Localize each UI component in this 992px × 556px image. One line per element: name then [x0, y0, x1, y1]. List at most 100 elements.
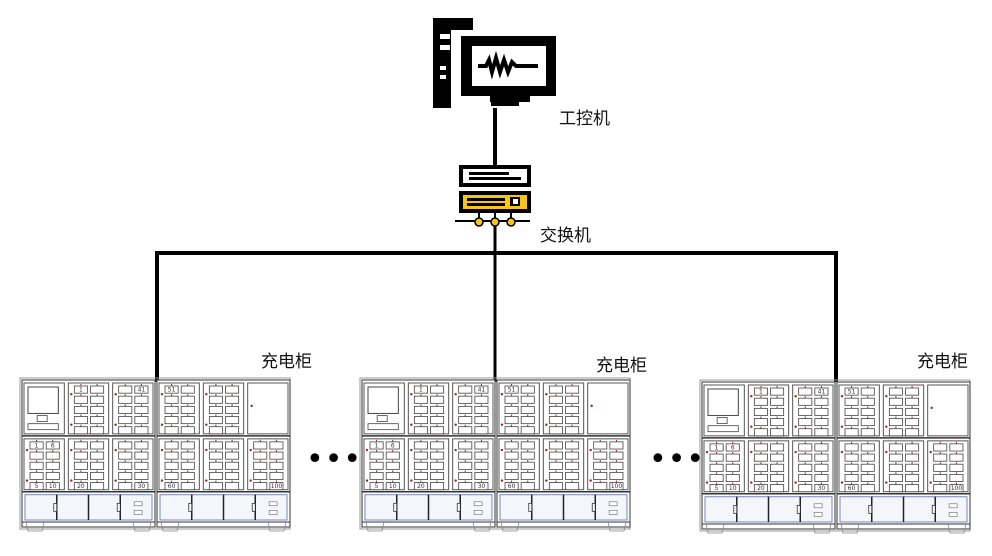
locker-cell — [118, 482, 133, 491]
locker-cell — [504, 451, 519, 460]
locker-cell — [458, 461, 473, 470]
locker-cell — [798, 407, 813, 416]
lock-dot — [500, 479, 504, 482]
locker-cell — [770, 484, 785, 493]
locker-cell — [770, 473, 785, 482]
connections — [155, 108, 838, 382]
locker-cell — [430, 405, 445, 414]
locker-cell — [208, 441, 223, 450]
locker-cell — [369, 461, 384, 470]
vent — [608, 510, 618, 515]
locker-cell — [253, 451, 268, 460]
lock-dot — [454, 448, 457, 452]
locker-cell — [208, 416, 223, 425]
locker-cell — [164, 451, 179, 460]
locker-cell — [29, 471, 44, 480]
locker-cell — [798, 463, 813, 472]
locker-cell — [565, 482, 580, 491]
locker-cell — [844, 463, 859, 472]
screen — [367, 386, 399, 414]
locker-cell — [164, 416, 179, 425]
lock-dot — [500, 423, 504, 426]
locker-cell — [609, 461, 624, 470]
blank-door-panel — [587, 382, 629, 435]
cell-number: 41 — [818, 389, 826, 396]
locker-cell — [933, 484, 948, 493]
locker-cell — [269, 461, 284, 470]
lock-dot — [114, 392, 117, 396]
lock-dot — [410, 448, 413, 452]
locker-cell — [905, 463, 920, 472]
cabinet-foot — [705, 523, 725, 534]
locker-cell — [90, 461, 105, 470]
cabinet-door — [768, 496, 801, 523]
locker-cell — [253, 461, 268, 470]
lock-dot — [750, 481, 753, 484]
cell-number: 1 — [375, 443, 379, 450]
locker-cell — [430, 441, 445, 450]
cabinet-foot — [812, 523, 832, 534]
locker-cell — [73, 461, 88, 470]
locker-cell — [474, 405, 489, 414]
locker-cell — [90, 451, 105, 460]
lock-dot — [365, 448, 369, 452]
locker-cell — [949, 443, 964, 452]
cabinet-foot — [840, 523, 860, 534]
locker-cell — [725, 473, 740, 482]
locker-cell — [134, 471, 149, 480]
lock-dot — [25, 448, 29, 452]
cabinet-foot — [947, 523, 967, 534]
locker-cell — [814, 463, 829, 472]
cabinet-door — [24, 494, 58, 521]
locker-cell — [164, 461, 179, 470]
locker-cell — [520, 405, 535, 414]
locker-cell — [814, 453, 829, 462]
locker-cell — [504, 395, 519, 404]
cell-number: 100 — [271, 483, 283, 490]
locker-cell — [949, 463, 964, 472]
locker-cell — [208, 426, 223, 435]
lock-dot — [840, 481, 844, 484]
cell-number: 6 — [51, 443, 55, 450]
locker-cell — [180, 471, 195, 480]
locker-cell — [504, 416, 519, 425]
lock-dot — [500, 448, 504, 452]
cabinet-label-3: 充电柜 — [917, 352, 968, 372]
cabinet-door — [428, 494, 461, 521]
locker-cell — [180, 385, 195, 394]
locker-cell — [933, 463, 948, 472]
locker-cell — [118, 451, 133, 460]
cabinet-door — [88, 494, 121, 521]
door-handle — [591, 502, 596, 512]
ellipsis-1: ••• — [306, 442, 363, 477]
lock-dot — [500, 392, 504, 396]
locker-cell — [888, 484, 903, 493]
locker-cell — [565, 405, 580, 414]
locker-cell — [413, 416, 428, 425]
lock-dot — [114, 423, 117, 426]
locker-cell — [814, 418, 829, 427]
locker-cell — [90, 471, 105, 480]
lock-dot — [794, 425, 797, 428]
locker-cell — [565, 461, 580, 470]
locker-cell — [474, 471, 489, 480]
locker-cell — [753, 407, 768, 416]
lock-dot — [70, 423, 73, 426]
locker-cell — [593, 451, 608, 460]
locker-cell — [413, 395, 428, 404]
lock-dot — [70, 448, 73, 452]
locker-cell — [134, 461, 149, 470]
door-handle — [796, 504, 801, 514]
locker-cell — [565, 416, 580, 425]
locker-cell — [520, 416, 535, 425]
cell-number: 60 — [508, 483, 516, 490]
keyboard-tray — [707, 425, 739, 433]
cell-number: 30 — [478, 483, 486, 490]
cabinet-door — [871, 496, 904, 523]
lock-dot — [545, 479, 548, 482]
locker-cell — [814, 407, 829, 416]
locker-cell — [269, 451, 284, 460]
locker-cell — [430, 385, 445, 394]
locker-cell — [180, 405, 195, 414]
locker-cell — [180, 416, 195, 425]
